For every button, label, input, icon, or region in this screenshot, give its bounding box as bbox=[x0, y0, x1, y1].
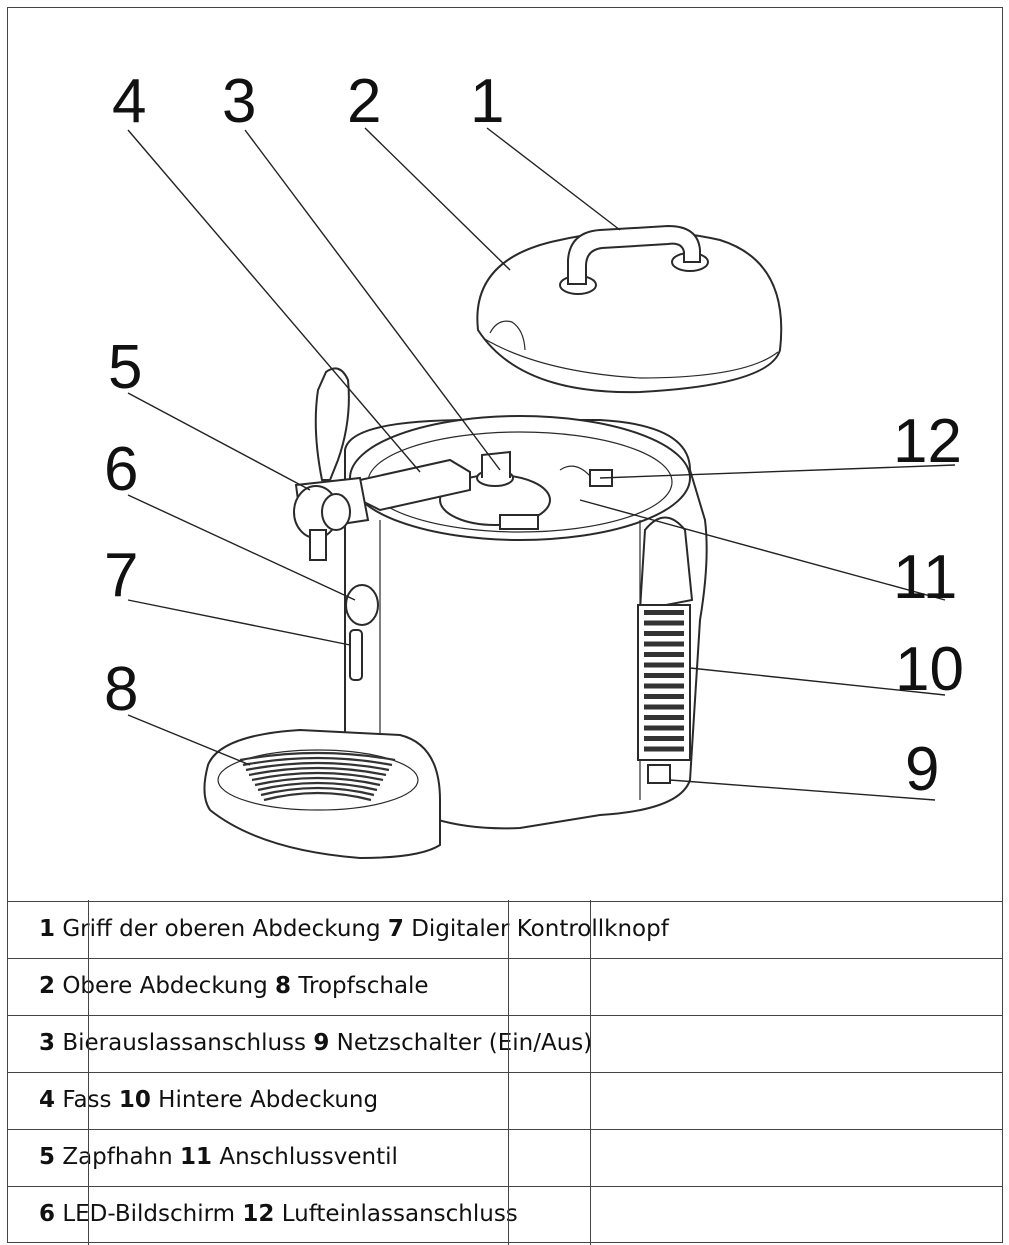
callout-11: 11 bbox=[893, 543, 957, 612]
callout-10: 10 bbox=[895, 635, 964, 704]
legend-table: 1 Griff der oberen Abdeckung 7 Digitaler… bbox=[0, 900, 1009, 1245]
callout-6: 6 bbox=[104, 435, 138, 504]
keg bbox=[359, 450, 551, 530]
vent-slat bbox=[644, 725, 684, 731]
vent-slat bbox=[644, 736, 684, 741]
beer-tap-drawing: 1 2 3 4 5 6 7 8 9 10 11 12 bbox=[104, 67, 964, 860]
table-divider bbox=[590, 900, 592, 1245]
control-panel bbox=[345, 584, 379, 681]
callout-4: 4 bbox=[112, 67, 146, 136]
diagram-frame bbox=[7, 7, 1003, 1243]
vent-slat bbox=[644, 641, 684, 647]
vent-slat bbox=[644, 694, 684, 699]
legend-row: 1 Griff der oberen Abdeckung 7 Digitaler… bbox=[7, 901, 1003, 958]
tray-slot bbox=[260, 786, 375, 797]
top-cover bbox=[476, 230, 783, 394]
tray-slot bbox=[251, 771, 384, 782]
legend-row: 5 Zapfhahn 11 Anschlussventil bbox=[7, 1129, 1003, 1186]
tray-slot bbox=[248, 766, 387, 777]
vent-slat bbox=[644, 715, 684, 720]
callout-numbers: 1 2 3 4 5 6 7 8 9 10 11 12 bbox=[104, 67, 964, 804]
tray-slot bbox=[254, 776, 381, 787]
callout-7: 7 bbox=[104, 541, 138, 610]
tray-slot bbox=[245, 761, 390, 772]
legend-row: 4 Fass 10 Hintere Abdeckung bbox=[7, 1072, 1003, 1129]
callout-5: 5 bbox=[108, 333, 142, 402]
tray-slot bbox=[242, 756, 393, 767]
vent-slat bbox=[644, 652, 684, 657]
tray-slot bbox=[239, 751, 396, 762]
vent-slat bbox=[644, 673, 684, 678]
callout-3: 3 bbox=[222, 67, 256, 136]
drip-tray bbox=[203, 728, 441, 860]
vent-slat bbox=[644, 683, 684, 689]
top-cover-handle bbox=[567, 224, 701, 285]
legend-row: 6 LED-Bildschirm 12 Lufteinlassanschluss bbox=[7, 1186, 1003, 1243]
legend-row: 2 Obere Abdeckung 8 Tropfschale bbox=[7, 958, 1003, 1015]
tray-slot bbox=[263, 791, 372, 802]
tap bbox=[293, 367, 370, 561]
vent-slat bbox=[644, 704, 684, 710]
legend-row: 3 Bierauslassanschluss 9 Netzschalter (E… bbox=[7, 1015, 1003, 1072]
back-cover bbox=[637, 516, 694, 784]
leader-lines bbox=[127, 127, 956, 801]
table-divider bbox=[88, 900, 90, 1245]
callout-2: 2 bbox=[347, 67, 381, 136]
callout-12: 12 bbox=[893, 407, 962, 476]
vent-slat bbox=[644, 746, 684, 752]
callout-1: 1 bbox=[470, 67, 504, 136]
vent-slat bbox=[644, 631, 684, 636]
vent-slat bbox=[644, 662, 684, 668]
vent-slat bbox=[644, 620, 684, 626]
tray-slot bbox=[257, 781, 378, 792]
callout-8: 8 bbox=[104, 655, 138, 724]
keg-housing bbox=[344, 415, 708, 830]
vent-slat bbox=[644, 610, 684, 615]
callout-9: 9 bbox=[905, 735, 939, 804]
table-divider bbox=[508, 900, 510, 1245]
